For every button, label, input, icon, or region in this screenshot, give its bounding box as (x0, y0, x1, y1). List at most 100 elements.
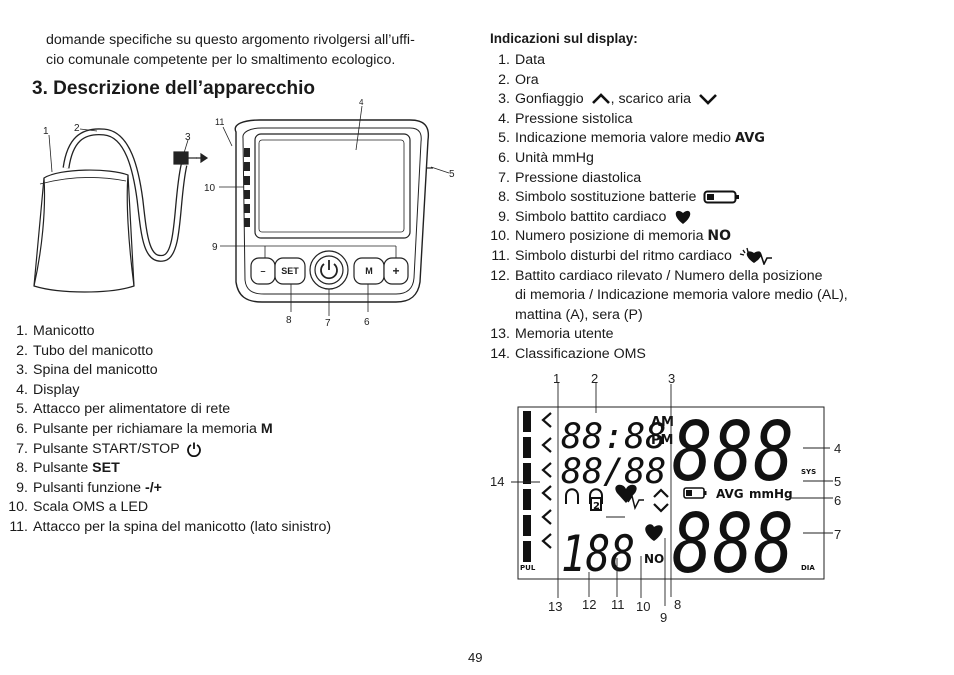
arrhythmia-icon (739, 248, 772, 266)
display-legend-title: Indicazioni sul display: (490, 31, 638, 46)
lcd-pm: PM (651, 433, 673, 448)
legend-item: 11.Simbolo disturbi del ritmo cardiaco (482, 247, 848, 267)
legend-item: 14.Classificazione OMS (490, 345, 646, 362)
lcd-label-2: 2 (591, 371, 598, 386)
device-label-10: 10 (204, 183, 216, 194)
section-title: 3. Descrizione dell’apparecchio (32, 78, 315, 99)
legend-item: 3.Gonfiaggio , scarico aria (482, 90, 848, 110)
device-number-labels: 1 2 3 4 5 6 7 8 9 10 11 (43, 98, 455, 329)
lcd-label-4: 4 (834, 441, 841, 456)
lcd-date: 88/88 (561, 452, 666, 492)
device-label-1: 1 (43, 126, 49, 137)
lcd-sys-digits: 888 (672, 405, 794, 500)
intro-line-2: cio comunale competente per lo smaltimen… (46, 51, 396, 68)
legend-item: 13.Memoria utente (490, 326, 614, 343)
lcd-sys-label: SYS (801, 468, 816, 476)
lcd-label-10: 10 (636, 599, 650, 614)
oms-scale (523, 411, 531, 562)
intro-line-1: domande specifiche su questo argomento r… (46, 32, 415, 48)
m-label: M (365, 266, 373, 276)
legend-item: 4.Display (16, 381, 80, 398)
legend-item: 3.Spina del manicotto (16, 362, 158, 379)
legend-item: 1.Data (498, 52, 545, 68)
lcd-label-8: 8 (674, 597, 681, 612)
led-scale (244, 148, 250, 227)
lcd-pulse-digits: 188 (561, 525, 635, 583)
legend-item: 6.Pulsante per richiamare la memoria M (16, 420, 273, 437)
cuff-plug (173, 151, 209, 165)
legend-item: 6.Unità mmHg (498, 149, 594, 166)
power-icon (187, 442, 202, 457)
lcd-label-13: 13 (548, 599, 562, 614)
device-label-5: 5 (449, 169, 455, 180)
legend-item: 8.Simbolo sostituzione batterie (482, 188, 848, 208)
legend-item: 2.Tubo del manicotto (16, 342, 154, 359)
inflate-arrow-icon (591, 93, 610, 105)
legend-item: 10.Scala OMS a LED (8, 499, 149, 516)
lcd-am: AM (651, 415, 674, 430)
device-illustration (33, 119, 433, 303)
legend-item: 2.Ora (498, 71, 539, 88)
legend-item: 10.Numero posizione di memoria NO (490, 228, 732, 245)
legend-item: 9.Pulsanti funzione -/+ (16, 479, 162, 496)
lcd-label-11: 11 (611, 597, 625, 612)
device-label-3: 3 (185, 132, 191, 143)
lcd-time: 88:88 (561, 417, 666, 457)
legend-item: 5.Indicazione memoria valore medio AVG (498, 130, 765, 147)
lcd-dia-label: DIA (801, 564, 815, 572)
device-label-8: 8 (286, 315, 292, 326)
legend-item: 7.Pulsante START/STOP (0, 440, 331, 460)
legend-item: 7.Pressione diastolica (498, 169, 642, 186)
intro-paragraph: domande specifiche su questo argomento r… (46, 31, 415, 70)
legend-item: 11.Attacco per la spina del manicotto (l… (9, 518, 332, 535)
lcd-illustration: 88:88 88/88 AM PM 888 888 SYS DIA PUL 18… (490, 371, 841, 625)
device-display (254, 133, 411, 239)
set-label: SET (281, 266, 299, 276)
device-leader-lines (48, 105, 450, 316)
plus-label: + (392, 264, 399, 278)
battery-icon (683, 487, 707, 499)
lcd-label-3: 3 (668, 371, 675, 386)
lcd-label-9: 9 (660, 610, 667, 625)
legend-item: 4.Pressione sistolica (498, 110, 633, 127)
inflate-deflate-arrows (653, 488, 669, 513)
legend-item: 9.Simbolo battito cardiaco (482, 208, 848, 228)
lcd-no: NO (644, 552, 664, 566)
device-body (234, 119, 430, 303)
device-label-11: 11 (215, 117, 224, 127)
lcd-label-14: 14 (490, 474, 504, 489)
legend-item: 5.Attacco per alimentatore di rete (16, 401, 231, 418)
minus-label: – (260, 266, 265, 276)
deflate-arrow-icon (699, 94, 717, 106)
lcd-number-labels: 1 2 3 4 5 6 7 8 9 10 11 12 13 14 (490, 371, 841, 625)
oms-arrows (541, 412, 552, 549)
device-label-4: 4 (359, 98, 364, 107)
arrhythmia-icon (615, 484, 644, 511)
lcd-leader-lines (511, 383, 833, 606)
legend-item: mattina (A), sera (P) (515, 306, 643, 323)
lcd-label-12: 12 (582, 597, 596, 612)
device-legend: 1.Manicotto 2.Tubo del manicotto 3.Spina… (0, 322, 331, 538)
heart-icon (676, 210, 691, 224)
set-button[interactable] (274, 257, 306, 285)
lcd-label-1: 1 (553, 371, 560, 386)
power-icon (320, 263, 338, 280)
cuff (33, 169, 135, 293)
lcd-label-6: 6 (834, 493, 841, 508)
lcd-dia-digits: 888 (672, 497, 794, 592)
display-legend: 1.Data 2.Ora 3.Gonfiaggio , scarico aria… (482, 51, 848, 365)
lcd-unit: mmHg (749, 487, 793, 501)
lcd-label-7: 7 (834, 527, 841, 542)
legend-item: 1.Manicotto (16, 323, 95, 339)
lcd-avg: AVG (716, 487, 744, 501)
lcd-pul-label: PUL (520, 564, 536, 572)
legend-item: di memoria / Indicazione memoria valore … (515, 287, 848, 304)
lcd-user-digit: 2 (593, 501, 600, 512)
legend-item: 12.Battito cardiaco rilevato / Numero de… (490, 267, 823, 284)
lcd-label-5: 5 (834, 474, 841, 489)
battery-icon (703, 190, 740, 204)
user-memory-icons (565, 488, 603, 511)
device-button-labels: – SET M + (260, 264, 399, 278)
device-label-2: 2 (74, 123, 80, 134)
